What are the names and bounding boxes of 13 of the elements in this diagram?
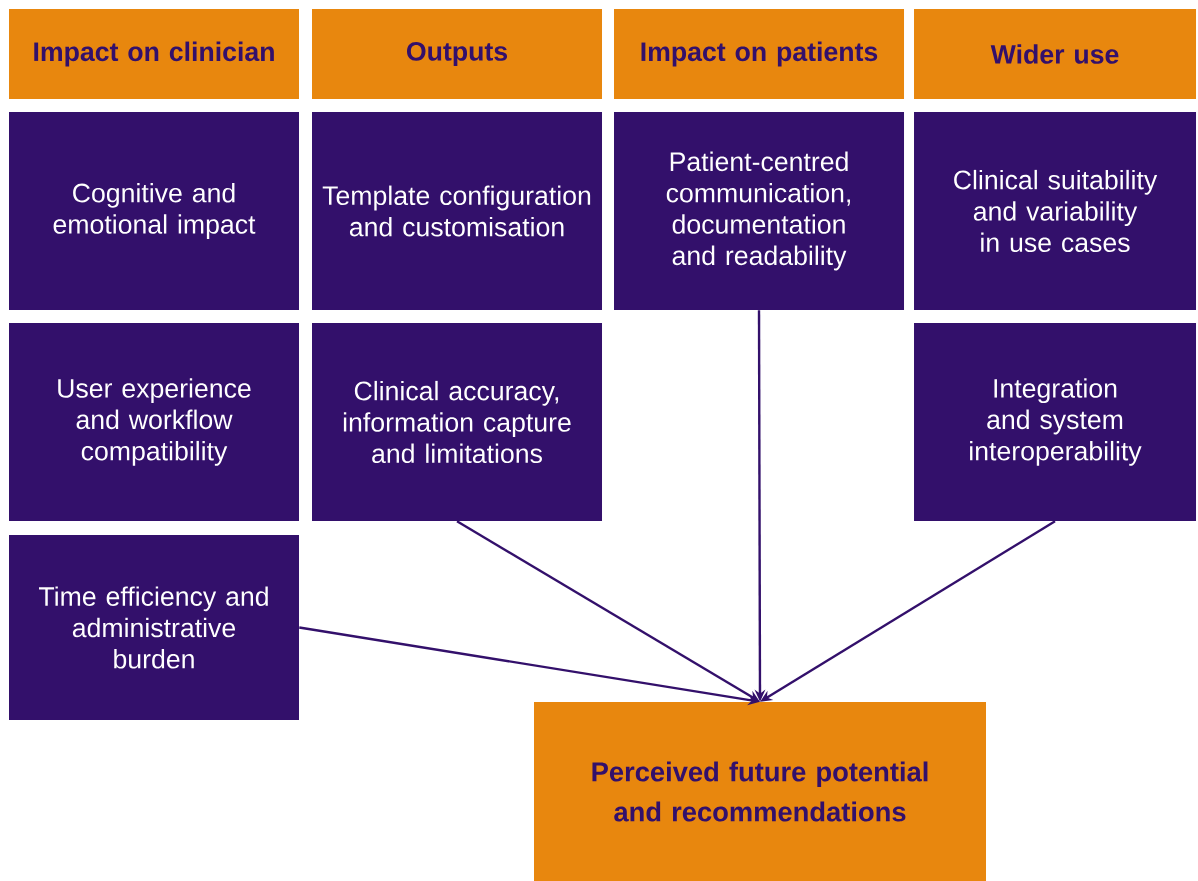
column-header: Impact on patients	[614, 9, 904, 99]
column-header: Outputs	[312, 9, 602, 99]
column-header: Wider use	[914, 9, 1196, 99]
theme-box: Patient-centred communication, documentation and readability	[614, 112, 904, 310]
outcome-box: Perceived future potential and recommendations	[534, 702, 986, 881]
theme-box: Time efficiency and administrative burden	[9, 535, 299, 720]
theme-box: Clinical accuracy, information capture and limitations	[312, 323, 602, 521]
theme-box: Template configuration and customisation	[312, 112, 602, 310]
column-header: Impact on clinician	[9, 9, 299, 99]
theme-box: Integration and system interoperability	[914, 323, 1196, 521]
theme-box: Cognitive and emotional impact	[9, 112, 299, 310]
theme-box: Clinical suitability and variability in use cases	[914, 112, 1196, 310]
theme-box: User experience and workflow compatibility	[9, 323, 299, 521]
